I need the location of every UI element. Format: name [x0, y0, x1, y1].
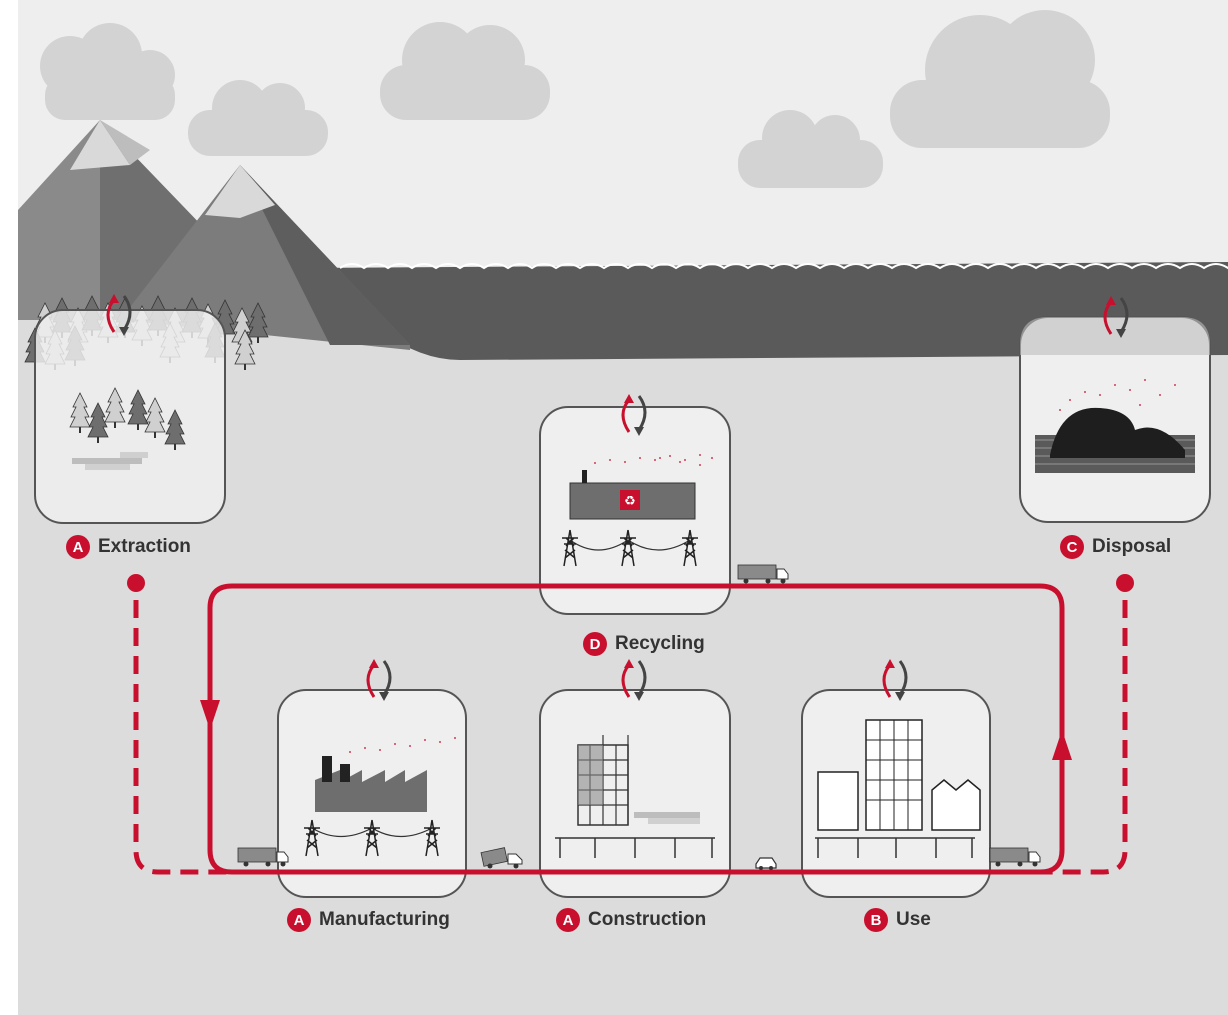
stage-label-use: B Use [864, 908, 931, 932]
water [300, 262, 1228, 360]
stage-label-extraction: A Extraction [66, 535, 191, 559]
use-panel [801, 657, 991, 898]
manufacturing-panel [277, 657, 467, 898]
stage-label-manufacturing: A Manufacturing [287, 908, 450, 932]
recycling-loop [200, 583, 1072, 875]
stage-badge: D [583, 632, 607, 656]
stage-name: Construction [588, 909, 707, 930]
stage-label-construction: A Construction [556, 908, 706, 932]
stage-name: Use [896, 909, 931, 930]
stage-name: Extraction [98, 536, 191, 557]
stage-name: Disposal [1092, 536, 1172, 557]
stage-label-recycling: D Recycling [583, 632, 705, 656]
svg-text:♻: ♻ [624, 494, 636, 509]
clouds [40, 10, 1110, 188]
stage-badge: A [287, 908, 311, 932]
stage-badge: B [864, 908, 888, 932]
construction-panel [539, 657, 731, 898]
stage-label-disposal: C Disposal [1060, 535, 1171, 559]
vehicles [237, 564, 1041, 870]
stage-badge: C [1060, 535, 1084, 559]
stage-name: Recycling [615, 633, 705, 654]
recycling-panel: ♻ [539, 392, 731, 615]
disposal-panel [1019, 294, 1211, 523]
stage-name: Manufacturing [319, 909, 450, 930]
stage-badge: A [556, 908, 580, 932]
dashed-connectors [127, 574, 1134, 875]
extraction-panel [34, 292, 226, 524]
stage-badge: A [66, 535, 90, 559]
